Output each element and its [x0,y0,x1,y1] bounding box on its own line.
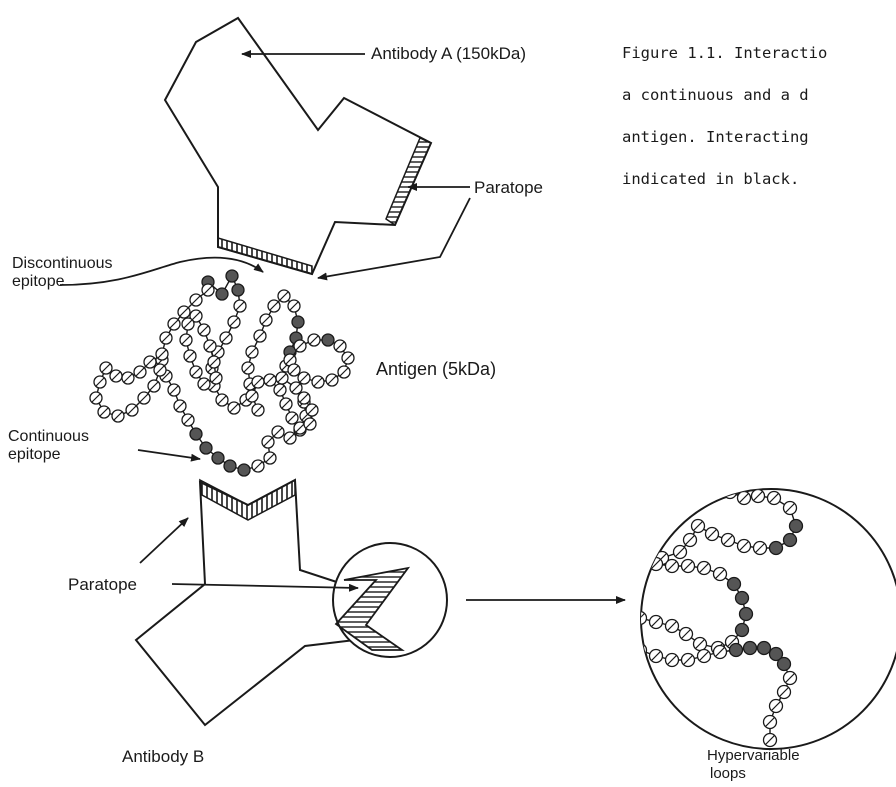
caption-line-4: indicated in black. [622,166,896,208]
label-continuous-2: epitope [8,446,61,463]
arrow-continuous-epitope [138,450,200,459]
arrow-paratope-b [140,518,188,563]
label-antibody-b: Antibody B [122,747,204,766]
residue-filled [778,658,791,671]
label-hypervariable-2: loops [710,765,746,782]
label-continuous-1: Continuous [8,428,89,445]
residue-slash [635,557,644,566]
residue-filled [212,452,224,464]
residue-filled [216,288,228,300]
antigen-chain [90,270,354,476]
residue-filled [728,578,741,591]
caption-line-2: a continuous and a d [622,82,896,124]
label-hypervariable-1: Hypervariable [707,747,800,764]
label-antigen: Antigen (5kDa) [376,359,496,379]
residue-open [710,474,723,487]
label-discontinuous-2: epitope [12,273,65,290]
residue-filled [784,534,797,547]
residue-open [642,550,655,563]
residue-filled [190,428,202,440]
magnifier-circle-large [641,489,896,749]
residue-filled [744,642,757,655]
label-antibody-a: Antibody A (150kDa) [371,44,526,63]
caption-line-3: antigen. Interacting [622,124,896,166]
residue-slash [643,551,652,560]
residue-filled [736,624,749,637]
residue-filled [226,270,238,282]
caption-line-1: Figure 1.1. Interactio [622,40,896,82]
residue-filled [224,460,236,472]
residue-filled [790,520,803,533]
residue-open [634,556,647,569]
residue-filled [736,592,749,605]
residue-filled [758,642,771,655]
residue-filled [238,464,250,476]
residue-filled [322,334,334,346]
residue-filled [730,644,743,657]
magnifier-circle-small [333,543,447,657]
figure-caption: Figure 1.1. Interactio a continuous and … [622,40,896,208]
residue-filled [770,542,783,555]
label-discontinuous-1: Discontinuous [12,255,113,272]
label-paratope-bottom: Paratope [68,575,137,594]
residue-filled [292,316,304,328]
residue-filled [232,284,244,296]
residue-filled [200,442,212,454]
label-paratope-top: Paratope [474,178,543,197]
residue-filled [740,608,753,621]
residue-slash [711,475,720,484]
